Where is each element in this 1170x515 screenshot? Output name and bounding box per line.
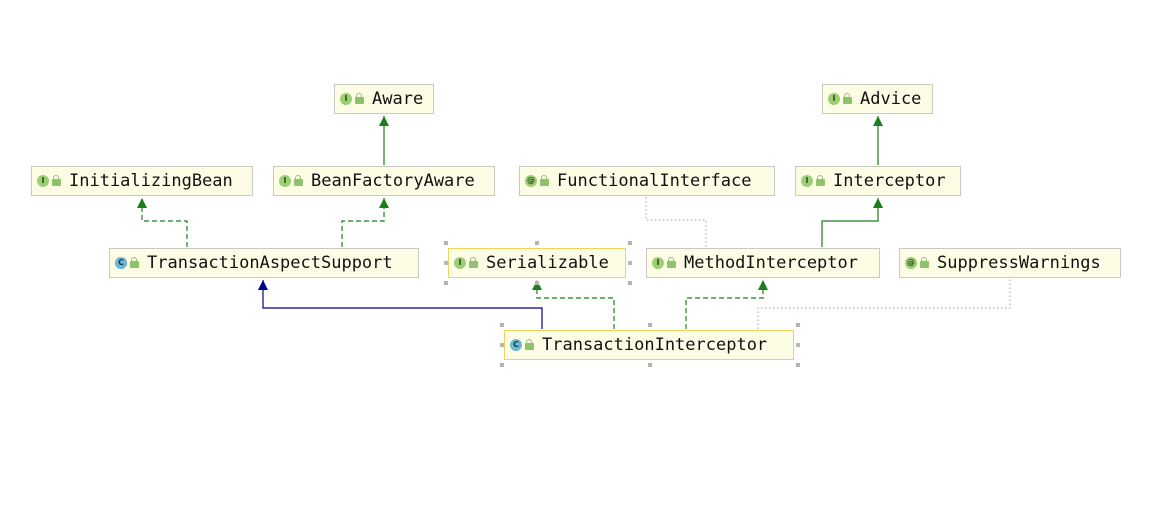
selection-handle[interactable]	[444, 241, 448, 245]
node-label: TransactionInterceptor	[542, 335, 768, 355]
public-visibility-icon	[52, 175, 61, 186]
public-visibility-icon	[816, 175, 825, 186]
selection-handle[interactable]	[628, 281, 632, 285]
edge-methodinterceptor-functionalinterface	[645, 197, 707, 247]
public-visibility-icon	[294, 175, 303, 186]
node-label: Serializable	[486, 253, 609, 273]
node-label: Interceptor	[833, 171, 946, 191]
node-suppresswarnings[interactable]: @ SuppressWarnings	[899, 248, 1121, 278]
edge-tas-beanfactoryaware	[341, 198, 389, 247]
selection-handle[interactable]	[500, 343, 504, 347]
selection-handle[interactable]	[535, 281, 539, 285]
node-label: TransactionAspectSupport	[147, 253, 393, 273]
selection-handle[interactable]	[444, 261, 448, 265]
class-icon: C	[510, 339, 522, 351]
annotation-icon: @	[525, 175, 537, 187]
edge-ti-methodinterceptor	[685, 280, 768, 329]
abstract-class-icon: C	[115, 257, 127, 269]
interface-icon: I	[279, 175, 291, 187]
public-visibility-icon	[130, 257, 139, 268]
selection-handle[interactable]	[796, 363, 800, 367]
interface-icon: I	[801, 175, 813, 187]
public-visibility-icon	[540, 175, 549, 186]
interface-icon: I	[828, 93, 840, 105]
node-interceptor[interactable]: I Interceptor	[795, 166, 961, 196]
interface-icon: I	[652, 257, 664, 269]
edge-ti-tas	[258, 280, 543, 329]
node-transactioninterceptor[interactable]: C TransactionInterceptor	[504, 330, 794, 360]
node-label: BeanFactoryAware	[311, 171, 475, 191]
node-label: SuppressWarnings	[937, 253, 1101, 273]
interface-icon: I	[37, 175, 49, 187]
public-visibility-icon	[525, 339, 534, 350]
selection-handle[interactable]	[648, 323, 652, 327]
selection-handle[interactable]	[500, 363, 504, 367]
selection-handle[interactable]	[628, 241, 632, 245]
node-functionalinterface[interactable]: @ FunctionalInterface	[519, 166, 775, 196]
node-label: FunctionalInterface	[557, 171, 752, 191]
node-initializingbean[interactable]: I InitializingBean	[31, 166, 253, 196]
edge-methodinterceptor-interceptor	[821, 198, 883, 247]
interface-icon: I	[454, 257, 466, 269]
public-visibility-icon	[843, 93, 852, 104]
selection-handle[interactable]	[648, 363, 652, 367]
edge-ti-serializable	[532, 280, 615, 329]
selection-handle[interactable]	[796, 343, 800, 347]
public-visibility-icon	[667, 257, 676, 268]
node-aware[interactable]: I Aware	[334, 84, 434, 114]
selection-handle[interactable]	[500, 323, 504, 327]
selection-handle[interactable]	[628, 261, 632, 265]
selection-handle[interactable]	[796, 323, 800, 327]
selection-handle[interactable]	[535, 241, 539, 245]
node-beanfactoryaware[interactable]: I BeanFactoryAware	[273, 166, 495, 196]
node-label: InitializingBean	[69, 171, 233, 191]
annotation-icon: @	[905, 257, 917, 269]
edge-tas-initializingbean	[137, 198, 188, 247]
node-label: Advice	[860, 89, 922, 109]
node-label: MethodInterceptor	[684, 253, 858, 273]
interface-icon: I	[340, 93, 352, 105]
node-label: Aware	[372, 89, 424, 109]
node-methodinterceptor[interactable]: I MethodInterceptor	[646, 248, 880, 278]
public-visibility-icon	[355, 93, 364, 104]
public-visibility-icon	[469, 257, 478, 268]
node-transactionaspectsupport[interactable]: C TransactionAspectSupport	[109, 248, 419, 278]
node-serializable[interactable]: I Serializable	[448, 248, 626, 278]
public-visibility-icon	[920, 257, 929, 268]
selection-handle[interactable]	[444, 281, 448, 285]
edge-ti-suppresswarnings	[757, 279, 1011, 329]
node-advice[interactable]: I Advice	[822, 84, 933, 114]
